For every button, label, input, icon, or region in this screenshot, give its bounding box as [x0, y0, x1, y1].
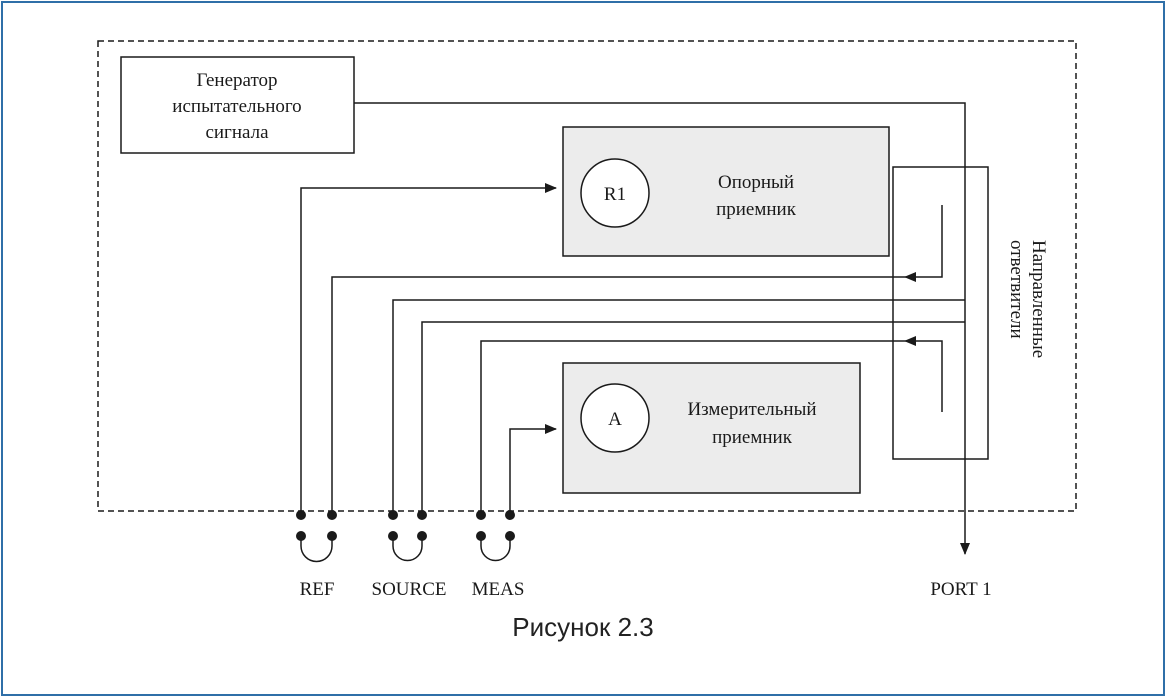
couplers-label-line2: ответвители — [1006, 240, 1027, 339]
a-detector-circle — [580, 383, 650, 453]
generator-block: Генератор испытательного сигнала — [120, 56, 355, 154]
source-jumper-loop — [392, 536, 423, 562]
directional-couplers: Направленные ответвители — [892, 166, 1049, 460]
meas-jumper[interactable] — [476, 510, 515, 562]
ref-jumper-loop — [300, 536, 333, 563]
source-jumper[interactable] — [388, 510, 427, 562]
figure-caption: Рисунок 2.3 — [512, 612, 654, 642]
ref-connector-top-right — [327, 510, 337, 520]
reference-receiver-label-line1: Опорный — [718, 172, 794, 193]
generator-label-line1: Генератор — [196, 70, 277, 91]
a-detector-label: A — [608, 409, 622, 430]
coupler1-coupled-arm — [904, 205, 943, 282]
couplers-label-line1: Направленные — [1028, 240, 1049, 358]
measurement-receiver-block: A Измерительный приемник — [562, 362, 861, 494]
source-port-label: SOURCE — [372, 579, 447, 600]
r1-detector-circle — [580, 158, 650, 228]
source-out-line — [392, 299, 965, 515]
coupled-to-meas-line — [480, 340, 905, 515]
coupler2-coupled-arm — [904, 336, 943, 412]
instrument-enclosure — [97, 40, 1077, 512]
generator-label-line2: испытательного — [172, 96, 301, 117]
coupled-to-ref-line — [331, 276, 905, 515]
ref-jumper[interactable] — [296, 510, 337, 563]
source-in-line — [421, 321, 965, 515]
measurement-receiver-label-line2: приемник — [712, 427, 793, 448]
ref-port-label: REF — [300, 579, 335, 600]
ref-connector-top-left — [296, 510, 306, 520]
port1-label: PORT 1 — [930, 579, 991, 600]
source-connector-top-left — [388, 510, 398, 520]
generator-to-port1-line — [354, 102, 970, 555]
ref-to-r1-line — [300, 183, 557, 515]
source-connector-top-right — [417, 510, 427, 520]
meas-to-a-line — [509, 424, 557, 515]
measurement-receiver-label-line1: Измерительный — [687, 399, 816, 420]
reference-receiver-block: R1 Опорный приемник — [562, 126, 890, 257]
generator-label-line3: сигнала — [205, 122, 269, 143]
reference-receiver-label-line2: приемник — [716, 199, 797, 220]
meas-connector-top-right — [505, 510, 515, 520]
meas-port-label: MEAS — [472, 579, 525, 600]
r1-detector-label: R1 — [604, 184, 626, 205]
meas-connector-top-left — [476, 510, 486, 520]
meas-jumper-loop — [480, 536, 511, 562]
